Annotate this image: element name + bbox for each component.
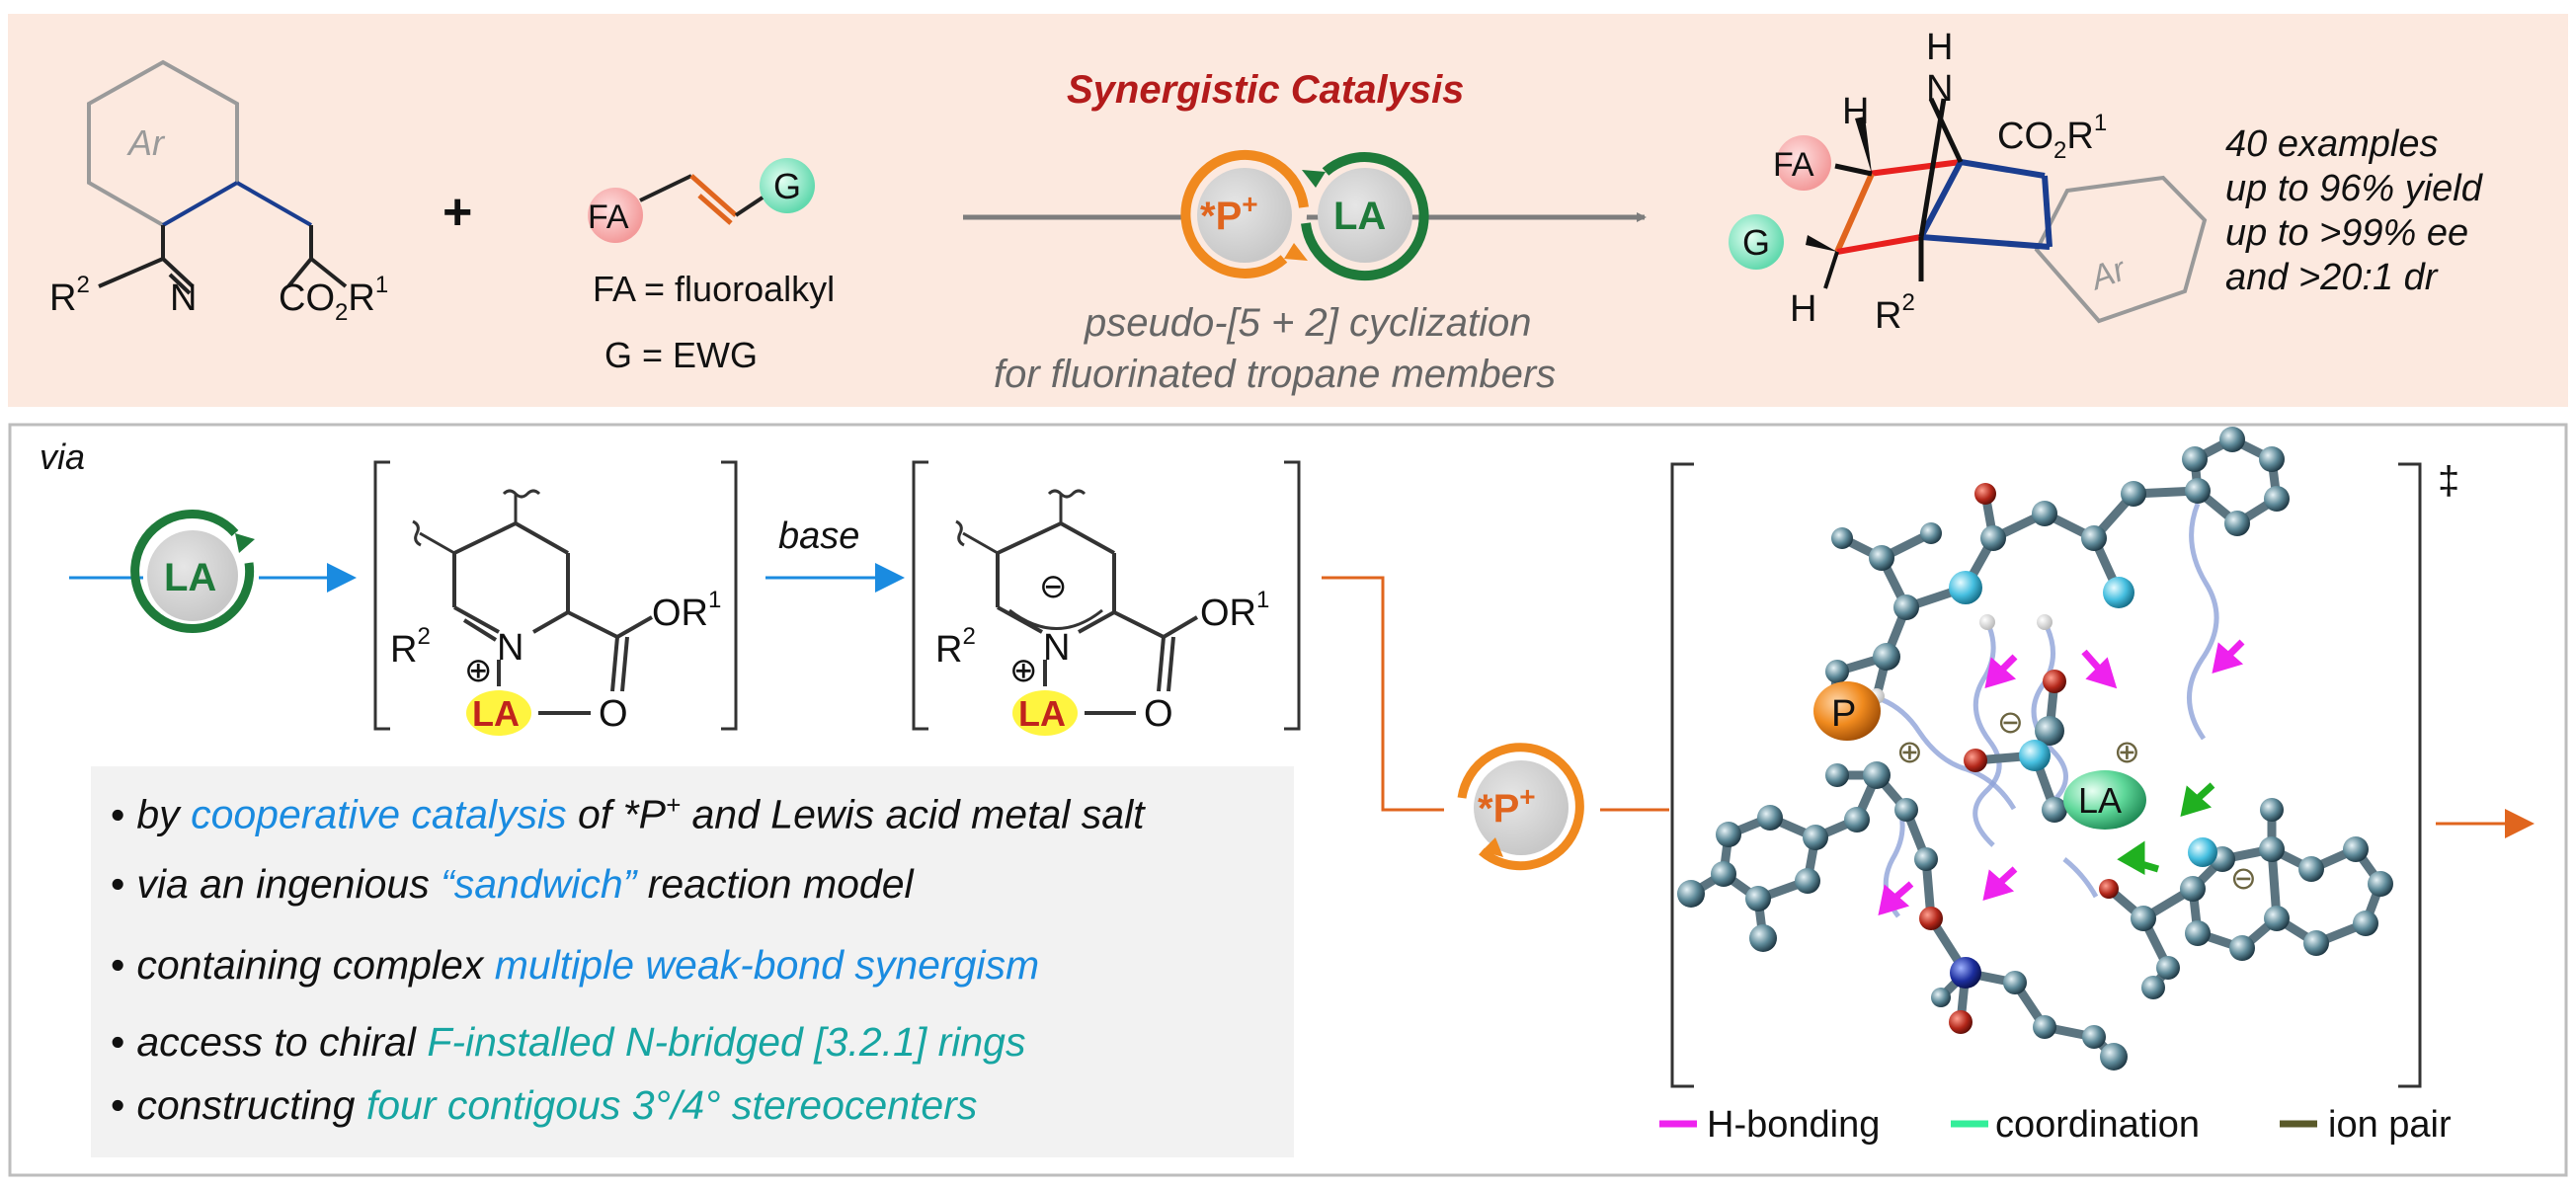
int2-or: OR bbox=[1200, 593, 1256, 634]
int2-o: O bbox=[1144, 693, 1173, 735]
catalysis-title: Synergistic Catalysis bbox=[1067, 68, 1464, 112]
svg-text:OR1: OR1 bbox=[652, 587, 721, 634]
svg-text:R2: R2 bbox=[390, 623, 431, 671]
alkene-fa-label: FA bbox=[588, 198, 629, 236]
bullet-1: •by cooperative catalysis of *P+ and Lew… bbox=[111, 790, 1145, 837]
int2-minus: ⊖ bbox=[1039, 568, 1068, 605]
catalysis-arrow-group: Synergistic Catalysis *P+ LA pseudo-[5 +… bbox=[963, 68, 1647, 396]
base-label: base bbox=[778, 515, 859, 557]
bottom-p-catalyst: *P bbox=[1478, 787, 1519, 831]
result-line-1: 40 examples bbox=[2225, 123, 2438, 165]
legend-ion-pair: ion pair bbox=[2328, 1104, 2452, 1146]
product-h-bottom: H bbox=[1790, 288, 1816, 330]
transition-state-model: ‡ bbox=[1670, 427, 2535, 1088]
reactant-imine-structure: Ar N R2 CO2R1 bbox=[49, 59, 388, 326]
svg-text:CO2R1: CO2R1 bbox=[279, 272, 388, 326]
ts-enolate-minus: ⊖ bbox=[2230, 860, 2257, 896]
product-tropane-structure: FA G H N H H CO2R1 R2 Ar bbox=[1729, 27, 2208, 337]
reactant1-n-atom: N bbox=[170, 277, 197, 319]
product-r-group: R bbox=[1875, 295, 1901, 337]
bullet-4: •access to chiral F-installed N-bridged … bbox=[111, 1019, 1026, 1065]
ts-la-plus: ⊕ bbox=[2114, 734, 2140, 769]
product-ester: CO bbox=[1997, 116, 2053, 157]
intermediate-1: LA N ⊕ O OR1 R2 bbox=[373, 460, 738, 736]
int1-la: LA bbox=[472, 693, 520, 734]
ts-dagger: ‡ bbox=[2438, 459, 2459, 503]
int2-r: R bbox=[935, 629, 962, 671]
int1-n: N bbox=[497, 627, 523, 669]
svg-text:*P+: *P+ bbox=[1200, 189, 1258, 238]
p-catalyst-connector: *P+ bbox=[1322, 576, 1669, 871]
ts-p-plus: ⊕ bbox=[1896, 734, 1923, 769]
svg-text:R2: R2 bbox=[1875, 289, 1915, 337]
product-n-label: N bbox=[1926, 68, 1953, 110]
bullet-3: •containing complex multiple weak-bond s… bbox=[111, 942, 1040, 988]
int1-o: O bbox=[599, 693, 628, 735]
legend-fa: FA = fluoroalkyl bbox=[593, 269, 835, 309]
legend-g: G = EWG bbox=[604, 335, 758, 375]
ts-carboxylate-minus: ⊖ bbox=[1997, 704, 2024, 740]
product-h-top: H bbox=[1842, 91, 1869, 132]
int1-or: OR bbox=[652, 593, 708, 634]
result-line-3: up to >99% ee bbox=[2225, 212, 2468, 254]
reactant-alkene-structure: FA G FA = fluoroalkyl G = EWG bbox=[588, 158, 835, 375]
svg-text:OR1: OR1 bbox=[1200, 587, 1269, 634]
result-line-2: up to 96% yield bbox=[2225, 168, 2484, 209]
intermediate-2: LA N ⊕ ⊖ O OR1 R2 bbox=[912, 460, 1301, 736]
alkene-g-label: G bbox=[773, 166, 801, 206]
via-label: via bbox=[40, 436, 85, 477]
int2-plus: ⊕ bbox=[1009, 652, 1038, 689]
plus-sign: + bbox=[443, 184, 472, 241]
top-p-catalyst: *P bbox=[1200, 195, 1242, 238]
svg-text:CO2R1: CO2R1 bbox=[1997, 110, 2107, 164]
bullet-2: •via an ingenious “sandwich” reaction mo… bbox=[111, 861, 914, 907]
svg-text:R2: R2 bbox=[935, 623, 976, 671]
bottom-la-catalyst: LA bbox=[164, 556, 216, 599]
product-fa-label: FA bbox=[1773, 146, 1814, 184]
reactant1-r-group: R bbox=[49, 277, 76, 319]
results-list: 40 examples up to 96% yield up to >99% e… bbox=[2225, 123, 2484, 298]
bullet-5: •constructing four contigous 3°/4° stere… bbox=[111, 1082, 978, 1128]
catalysis-caption-line2: for fluorinated tropane members bbox=[994, 353, 1556, 396]
product-h-n: H bbox=[1926, 27, 1953, 68]
legend-h-bonding: H-bonding bbox=[1707, 1104, 1880, 1146]
int2-la: LA bbox=[1018, 693, 1066, 734]
reactant1-ring-label: Ar bbox=[126, 122, 166, 163]
ts-p-label: P bbox=[1831, 693, 1856, 735]
reactant1-r-sup: 2 bbox=[76, 272, 89, 298]
int1-r: R bbox=[390, 629, 417, 671]
ts-la-label: LA bbox=[2078, 780, 2122, 821]
svg-text:R2: R2 bbox=[49, 272, 90, 319]
svg-text:*P+: *P+ bbox=[1478, 781, 1536, 831]
top-la-catalyst: LA bbox=[1333, 195, 1386, 238]
int1-plus: ⊕ bbox=[464, 652, 493, 689]
interaction-legend: H-bonding coordination ion pair bbox=[1659, 1104, 2452, 1146]
legend-coordination: coordination bbox=[1995, 1104, 2200, 1146]
la-catalyst-entry: LA bbox=[69, 510, 357, 634]
catalysis-caption-line1: pseudo-[5 + 2] cyclization bbox=[1084, 301, 1531, 345]
product-g-label: G bbox=[1742, 222, 1770, 263]
int2-n: N bbox=[1043, 627, 1070, 669]
reactant1-ester: CO bbox=[279, 277, 335, 319]
result-line-4: and >20:1 dr bbox=[2225, 257, 2439, 298]
feature-bullets-box: •by cooperative catalysis of *P+ and Lew… bbox=[91, 766, 1294, 1157]
